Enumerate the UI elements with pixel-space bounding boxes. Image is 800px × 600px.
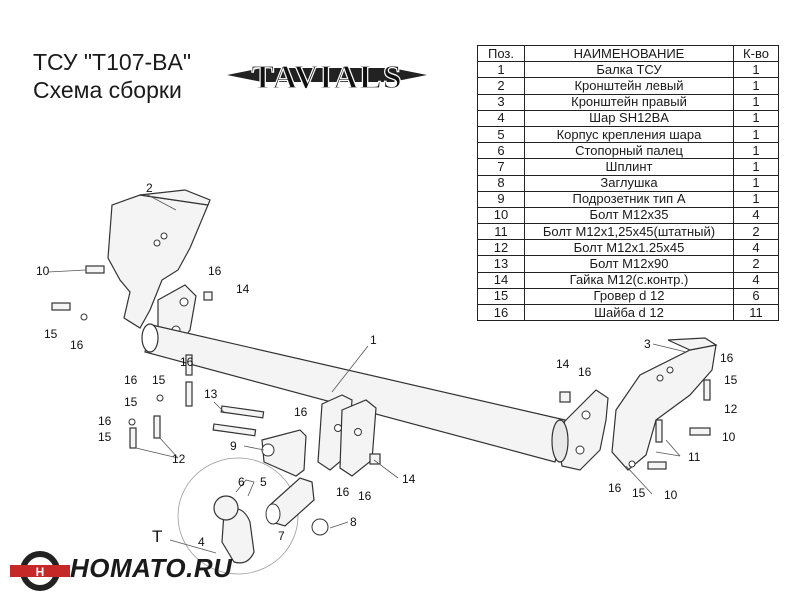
- cell-name: Кронштейн правый: [524, 93, 734, 111]
- label-16-f: 16: [294, 405, 308, 419]
- label-12-left: 12: [172, 452, 186, 466]
- right-bracket: [555, 337, 718, 471]
- brand-logo: TAVIALS: [227, 58, 427, 97]
- cell-name: Шар SH12BA: [524, 109, 734, 127]
- fasteners: [51, 265, 711, 470]
- label-t: T: [152, 527, 162, 546]
- label-16-a: 16: [208, 264, 222, 278]
- label-12-right: 12: [724, 402, 738, 416]
- label-3: 3: [644, 337, 651, 351]
- diagram-title: ТСУ "T107-BA": [33, 49, 191, 75]
- label-10-right-b: 10: [664, 488, 678, 502]
- label-11: 11: [688, 450, 701, 464]
- main-beam: [141, 323, 569, 463]
- label-5: 5: [260, 475, 267, 489]
- leader-lines: [47, 193, 687, 554]
- label-16-g: 16: [336, 485, 350, 499]
- label-16-j: 16: [720, 351, 734, 365]
- cell-name: Балка ТСУ: [524, 61, 734, 79]
- cell-name: Шайба d 12: [524, 303, 734, 322]
- diagram-subtitle: Схема сборки: [33, 77, 182, 103]
- table-header-row: Поз. НАИМЕНОВАНИЕ К-во: [477, 44, 779, 63]
- label-6: 6: [238, 475, 245, 489]
- label-16-d: 16: [124, 373, 138, 387]
- cell-position: 12: [477, 239, 525, 257]
- svg-text:H: H: [36, 565, 45, 579]
- label-9: 9: [230, 439, 237, 453]
- label-15-b: 15: [152, 373, 166, 387]
- label-15-d: 15: [98, 430, 112, 444]
- label-16-e: 16: [98, 414, 112, 428]
- label-15-f: 15: [632, 486, 646, 500]
- site-logo-text: HOMATO.RU: [70, 553, 233, 583]
- label-14-center: 14: [402, 472, 416, 486]
- label-14-left: 14: [236, 282, 250, 296]
- label-2: 2: [146, 181, 153, 195]
- cell-position: 16: [477, 303, 525, 322]
- label-16-c: 16: [180, 355, 194, 369]
- svg-text:TAVIALS: TAVIALS: [251, 59, 402, 96]
- center-plates: [317, 394, 377, 477]
- label-10-left: 10: [36, 264, 50, 278]
- cell-name: Подрозетник тип А: [524, 190, 734, 208]
- long-bolts: [212, 405, 265, 437]
- label-10-right-a: 10: [722, 430, 736, 444]
- label-8: 8: [350, 515, 357, 529]
- cell-name: Шплинт: [524, 158, 734, 176]
- label-15-left: 15: [44, 327, 58, 341]
- label-7: 7: [278, 529, 285, 543]
- label-15-c: 15: [124, 395, 138, 409]
- label-16-i: 16: [578, 365, 592, 379]
- label-14-right: 14: [556, 357, 570, 371]
- label-4: 4: [198, 535, 205, 549]
- socket-bracket: [261, 429, 307, 477]
- site-logo-icon: H: [10, 551, 70, 591]
- label-13: 13: [204, 387, 218, 401]
- part-labels: 2 1 3 10 16 14 15 16 16 16 15 15 16 15 1…: [36, 181, 738, 549]
- label-16-k: 16: [608, 481, 622, 495]
- left-bracket: [107, 189, 211, 351]
- label-1: 1: [370, 333, 377, 347]
- label-16-h: 16: [358, 489, 372, 503]
- cell-quantity: 11: [733, 303, 779, 322]
- cell-name: Болт М12х1,25х45(штатный): [524, 223, 734, 241]
- cell-name: Гровер d 12: [524, 287, 734, 306]
- label-15-e: 15: [724, 373, 738, 387]
- column-header-quantity: К-во: [733, 44, 779, 63]
- ball-mount-assembly: [177, 457, 329, 575]
- label-16-b: 16: [70, 338, 84, 352]
